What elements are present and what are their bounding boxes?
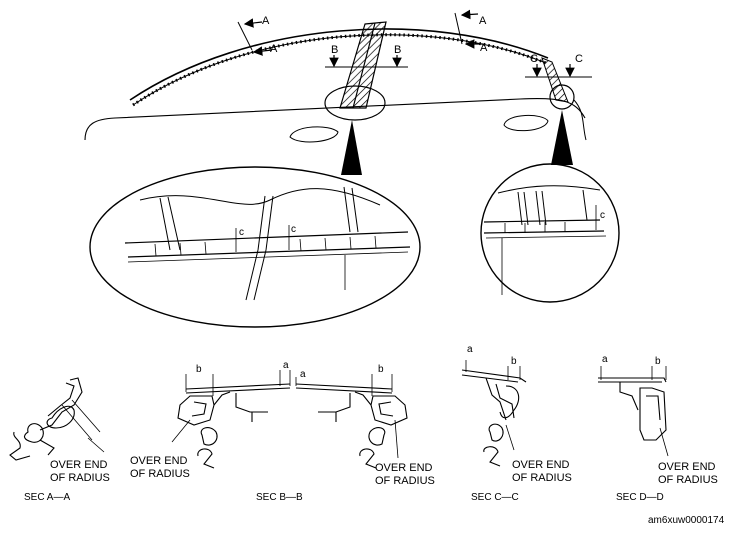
body-outline — [84, 97, 586, 141]
section-b-dim-b-right: b — [378, 364, 384, 375]
roof-molding — [129, 28, 549, 101]
section-b-callout-left-2: OF RADIUS — [130, 468, 190, 480]
section-b-view — [171, 370, 408, 469]
section-c-view — [461, 360, 527, 467]
section-a-label-2: A — [270, 43, 278, 55]
section-b-title: SEC B—B — [256, 492, 303, 503]
c-pillar — [541, 57, 569, 103]
section-d-callout-2: OF RADIUS — [658, 474, 718, 486]
section-b-callout-right-2: OF RADIUS — [375, 475, 435, 487]
door-handle-front — [289, 126, 339, 143]
section-c-label-right: C — [575, 53, 583, 65]
section-d-dim-a: a — [602, 354, 608, 365]
detail-c-dim-c: c — [600, 210, 605, 221]
detail-circle-c — [549, 84, 575, 110]
section-c-dim-b: b — [511, 356, 517, 367]
section-a-title: SEC A—A — [24, 492, 70, 503]
image-code: am6xuw0000174 — [648, 515, 725, 526]
section-b-dim-a2: a — [300, 369, 306, 380]
detail-b-dim-c2: c — [291, 224, 296, 235]
section-d-dim-b: b — [655, 356, 661, 367]
section-a-callout-1: OVER END — [50, 459, 108, 471]
section-a-label-4: A — [480, 42, 488, 54]
section-d-title: SEC D—D — [616, 492, 664, 503]
section-c-callout-1: OVER END — [512, 459, 570, 471]
section-markers: A A A A B B C C — [262, 15, 583, 65]
section-b-label-left: B — [331, 44, 338, 56]
detail-ellipse-b — [324, 85, 386, 121]
section-c-callout-2: OF RADIUS — [512, 472, 572, 484]
roof-overview — [84, 9, 592, 175]
detail-b-dim-c1: c — [239, 227, 244, 238]
section-b-callout-left-1: OVER END — [130, 455, 188, 467]
section-c-title: SEC C—C — [471, 492, 519, 503]
door-handle-rear — [503, 115, 549, 132]
b-pillar — [339, 21, 387, 109]
section-b-dim-a1: a — [283, 360, 289, 371]
section-a-callout-2: OF RADIUS — [50, 472, 110, 484]
section-b-dim-b-left: b — [196, 364, 202, 375]
section-a-label-1: A — [262, 15, 270, 27]
section-c-label-left: C — [530, 53, 538, 65]
section-d-callout-1: OVER END — [658, 461, 716, 473]
section-a-view — [9, 377, 105, 461]
section-a-label-3: A — [479, 15, 487, 27]
section-b-label-right: B — [394, 44, 401, 56]
detail-b-view — [89, 166, 421, 328]
detail-c-view — [480, 163, 620, 303]
section-d-view — [598, 366, 669, 457]
section-b-callout-right-1: OVER END — [375, 462, 433, 474]
section-c-dim-a: a — [467, 344, 473, 355]
